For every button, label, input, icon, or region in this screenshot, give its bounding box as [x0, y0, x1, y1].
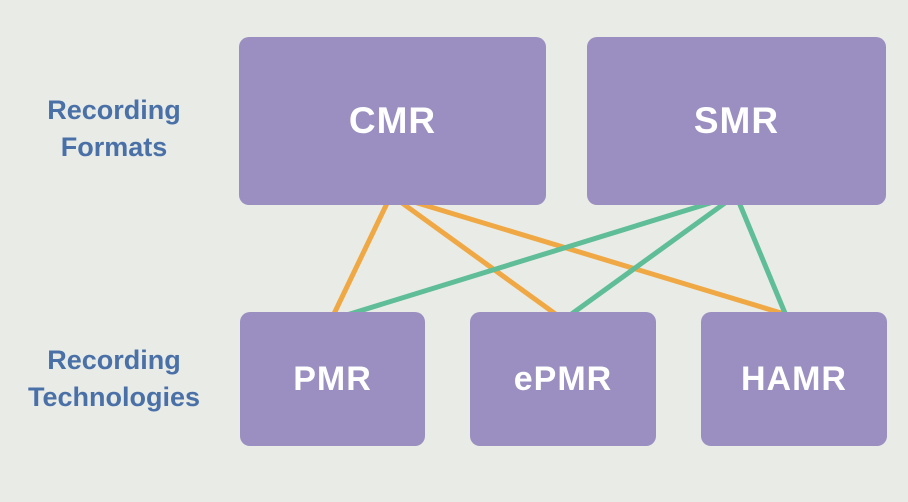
format-node-label: CMR — [348, 100, 437, 141]
row-label-line: Recording — [47, 95, 181, 125]
link-cmr-epmr — [388, 192, 564, 321]
link-smr-pmr — [334, 192, 739, 321]
link-smr-epmr — [563, 192, 739, 321]
row-label-line: Formats — [60, 132, 168, 162]
format-node-smr: SMR — [587, 37, 886, 205]
format-node-label: SMR — [693, 100, 780, 141]
link-cmr-hamr — [388, 192, 794, 319]
technology-node-label: HAMR — [741, 359, 847, 398]
link-smr-hamr — [733, 192, 790, 321]
technology-node-label: ePMR — [513, 359, 613, 398]
technology-node-hamr: HAMR — [701, 312, 887, 446]
format-node-cmr: CMR — [239, 37, 546, 205]
row-label-recording-formats: Recording Formats — [8, 92, 220, 166]
technology-node-epmr: ePMR — [470, 312, 656, 446]
link-cmr-pmr — [329, 192, 394, 321]
row-label-line: Recording — [47, 345, 181, 375]
technology-node-pmr: PMR — [240, 312, 425, 446]
technology-node-label: PMR — [293, 359, 372, 398]
row-label-line: Technologies — [27, 382, 201, 412]
row-label-recording-technologies: Recording Technologies — [8, 342, 220, 416]
